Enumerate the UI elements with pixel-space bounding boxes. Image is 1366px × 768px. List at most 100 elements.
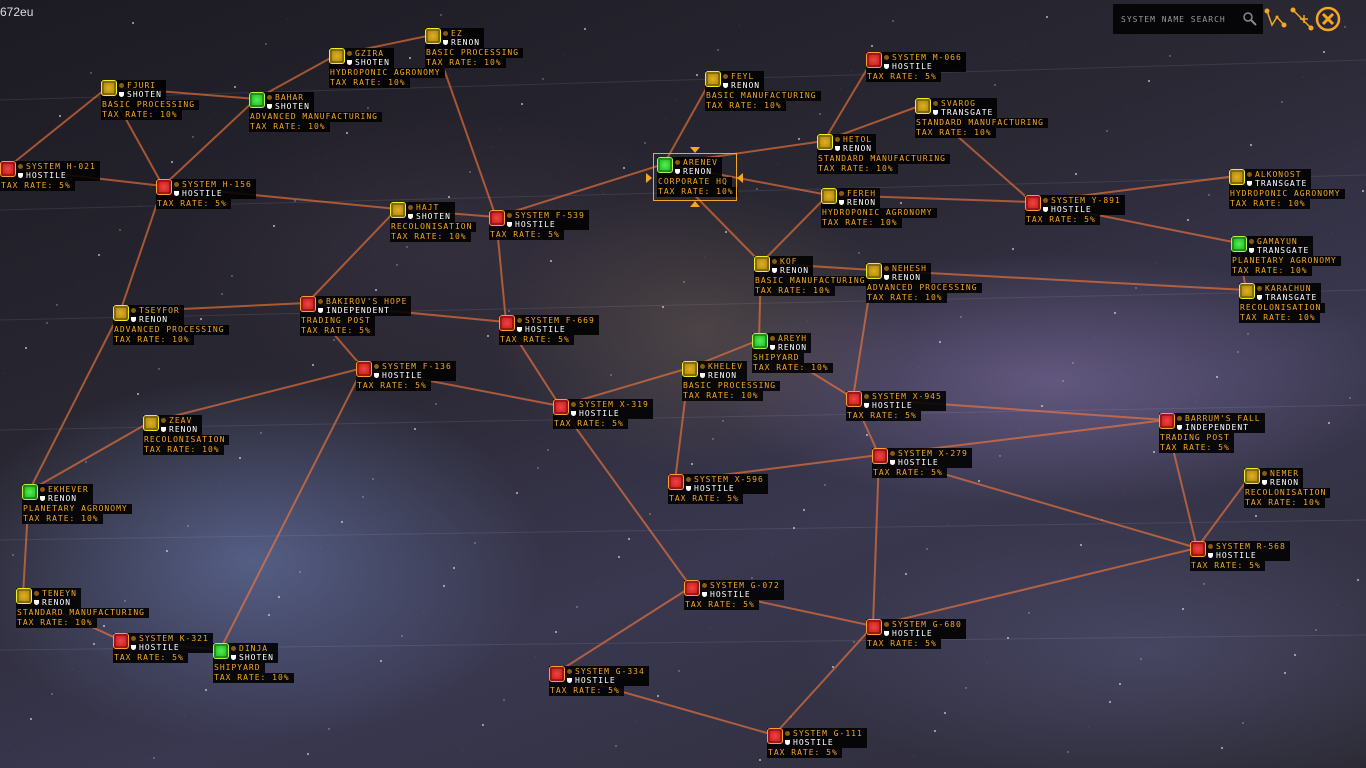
system-node[interactable]: SYSTEM X-319 HOSTILE TAX RATE: 5% bbox=[553, 399, 653, 429]
system-node[interactable]: SYSTEM F-539 HOSTILE TAX RATE: 5% bbox=[489, 210, 589, 240]
system-faction: TRANSGATE bbox=[1255, 179, 1308, 188]
system-node[interactable]: SYSTEM X-945 HOSTILE TAX RATE: 5% bbox=[846, 391, 946, 421]
system-tax-rate: TAX RATE: 5% bbox=[300, 326, 375, 336]
route-plan-button[interactable] bbox=[1263, 4, 1289, 34]
system-node[interactable]: FEYL RENON BASIC MANUFACTURING TAX RATE:… bbox=[705, 71, 821, 111]
star bbox=[965, 687, 967, 689]
system-node[interactable]: SYSTEM G-072 HOSTILE TAX RATE: 5% bbox=[684, 580, 784, 610]
star bbox=[1108, 700, 1112, 704]
system-node[interactable]: SYSTEM R-568 HOSTILE TAX RATE: 5% bbox=[1190, 541, 1290, 571]
star bbox=[136, 392, 140, 396]
star bbox=[661, 305, 665, 309]
system-faction: HOSTILE bbox=[26, 171, 67, 180]
system-node[interactable]: SVAROG TRANSGATE STANDARD MANUFACTURING … bbox=[915, 98, 1048, 138]
planet-icon bbox=[686, 477, 691, 482]
system-status-icon bbox=[684, 580, 700, 596]
system-faction: HOSTILE bbox=[575, 676, 616, 685]
close-map-button[interactable] bbox=[1315, 4, 1341, 34]
system-name: SYSTEM F-136 bbox=[382, 362, 452, 371]
star bbox=[1249, 143, 1253, 147]
system-node[interactable]: SYSTEM G-111 HOSTILE TAX RATE: 5% bbox=[767, 728, 867, 758]
system-node[interactable]: TENEYN RENON STANDARD MANUFACTURING TAX … bbox=[16, 588, 149, 628]
star bbox=[158, 368, 160, 370]
star bbox=[1156, 262, 1158, 264]
star bbox=[294, 200, 296, 202]
system-node[interactable]: GAMAYUN TRANSGATE PLANETARY AGRONOMY TAX… bbox=[1231, 236, 1341, 276]
system-tax-rate: TAX RATE: 5% bbox=[684, 600, 759, 610]
system-name: GAMAYUN bbox=[1257, 237, 1298, 246]
system-node[interactable]: EZ RENON BASIC PROCESSING TAX RATE: 10% bbox=[425, 28, 524, 68]
jump-lane bbox=[773, 625, 874, 736]
system-node[interactable]: KHELEV RENON BASIC PROCESSING TAX RATE: … bbox=[682, 361, 781, 401]
planet-icon bbox=[408, 205, 413, 210]
system-node[interactable]: SYSTEM F-669 HOSTILE TAX RATE: 5% bbox=[499, 315, 599, 345]
star bbox=[515, 491, 519, 495]
system-node[interactable]: BAKIROV'S HOPE INDEPENDENT TRADING POST … bbox=[300, 296, 412, 336]
star bbox=[1093, 337, 1095, 339]
system-name: ARENEV bbox=[683, 158, 718, 167]
system-node[interactable]: SYSTEM M-066 HOSTILE TAX RATE: 5% bbox=[866, 52, 966, 82]
system-node[interactable]: NEHESH RENON ADVANCED PROCESSING TAX RAT… bbox=[866, 263, 982, 303]
system-node[interactable]: ARENEV RENON CORPORATE HQ TAX RATE: 10% bbox=[657, 157, 738, 197]
magnifier-icon[interactable] bbox=[1243, 12, 1257, 26]
system-node[interactable]: SYSTEM K-321 HOSTILE TAX RATE: 5% bbox=[113, 633, 213, 663]
system-node[interactable]: SYSTEM H-021 HOSTILE TAX RATE: 5% bbox=[0, 161, 100, 191]
star bbox=[408, 56, 412, 60]
system-node[interactable]: HAJT SHOTEN RECOLONISATION TAX RATE: 10% bbox=[390, 202, 477, 242]
star bbox=[840, 88, 842, 90]
system-tax-rate: TAX RATE: 10% bbox=[821, 218, 902, 228]
system-node[interactable]: ALKONOST TRANSGATE HYDROPONIC AGRONOMY T… bbox=[1229, 169, 1345, 209]
system-tax-rate: TAX RATE: 10% bbox=[1229, 199, 1310, 209]
planet-icon bbox=[933, 101, 938, 106]
star bbox=[683, 281, 685, 283]
planet-icon bbox=[34, 591, 39, 596]
star bbox=[24, 346, 28, 350]
add-waypoint-button[interactable] bbox=[1289, 4, 1315, 34]
system-node[interactable]: EKHEVER RENON PLANETARY AGRONOMY TAX RAT… bbox=[22, 484, 132, 524]
system-node[interactable]: SYSTEM G-680 HOSTILE TAX RATE: 5% bbox=[866, 619, 966, 649]
star bbox=[547, 449, 549, 451]
system-type: HYDROPONIC AGRONOMY bbox=[329, 68, 445, 78]
faction-shield-icon bbox=[567, 678, 572, 683]
system-faction: SHOTEN bbox=[275, 102, 310, 111]
system-node[interactable]: BARRUM'S FALL INDEPENDENT TRADING POST T… bbox=[1159, 413, 1265, 453]
grid-line bbox=[0, 519, 1366, 541]
system-node[interactable]: SYSTEM H-156 HOSTILE TAX RATE: 5% bbox=[156, 179, 256, 209]
star bbox=[933, 729, 937, 733]
system-status-icon bbox=[356, 361, 372, 377]
star bbox=[97, 253, 101, 257]
system-node[interactable]: BAHAR SHOTEN ADVANCED MANUFACTURING TAX … bbox=[249, 92, 382, 132]
system-node[interactable]: AREYH RENON SHIPYARD TAX RATE: 10% bbox=[752, 333, 833, 373]
system-node[interactable]: DINJA SHOTEN SHIPYARD TAX RATE: 10% bbox=[213, 643, 294, 683]
system-node[interactable]: FEREH RENON HYDROPONIC AGRONOMY TAX RATE… bbox=[821, 188, 937, 228]
system-node[interactable]: KARACHUN TRANSGATE RECOLONISATION TAX RA… bbox=[1239, 283, 1326, 323]
system-node[interactable]: ZEAV RENON RECOLONISATION TAX RATE: 10% bbox=[143, 415, 230, 455]
system-node[interactable]: TSEYFOR RENON ADVANCED PROCESSING TAX RA… bbox=[113, 305, 229, 345]
system-name: SYSTEM G-111 bbox=[793, 729, 863, 738]
system-faction: RENON bbox=[892, 273, 922, 282]
star bbox=[1135, 287, 1137, 289]
planet-icon bbox=[1257, 286, 1262, 291]
system-faction: HOSTILE bbox=[139, 643, 180, 652]
system-faction: RENON bbox=[451, 38, 481, 47]
star bbox=[299, 571, 301, 573]
system-search-input[interactable] bbox=[1119, 13, 1243, 25]
system-faction: RENON bbox=[731, 81, 761, 90]
system-node[interactable]: NEMER RENON RECOLONISATION TAX RATE: 10% bbox=[1244, 468, 1331, 508]
star bbox=[576, 606, 578, 608]
system-node[interactable]: SYSTEM X-279 HOSTILE TAX RATE: 5% bbox=[872, 448, 972, 478]
system-node[interactable]: SYSTEM Y-891 HOSTILE TAX RATE: 5% bbox=[1025, 195, 1125, 225]
system-node[interactable]: SYSTEM F-136 HOSTILE TAX RATE: 5% bbox=[356, 361, 456, 391]
star bbox=[199, 317, 203, 321]
system-node[interactable]: GZIRA SHOTEN HYDROPONIC AGRONOMY TAX RAT… bbox=[329, 48, 445, 88]
system-name: SYSTEM K-321 bbox=[139, 634, 209, 643]
system-node[interactable]: SYSTEM X-596 HOSTILE TAX RATE: 5% bbox=[668, 474, 768, 504]
system-node[interactable]: KOF RENON BASIC MANUFACTURING TAX RATE: … bbox=[754, 256, 870, 296]
star bbox=[819, 113, 821, 115]
system-node[interactable]: HETOL RENON STANDARD MANUFACTURING TAX R… bbox=[817, 134, 950, 174]
star bbox=[858, 252, 860, 254]
star bbox=[187, 525, 189, 527]
system-name: FEYL bbox=[731, 72, 755, 81]
system-node[interactable]: SYSTEM G-334 HOSTILE TAX RATE: 5% bbox=[549, 666, 649, 696]
system-node[interactable]: FJURI SHOTEN BASIC PROCESSING TAX RATE: … bbox=[101, 80, 200, 120]
